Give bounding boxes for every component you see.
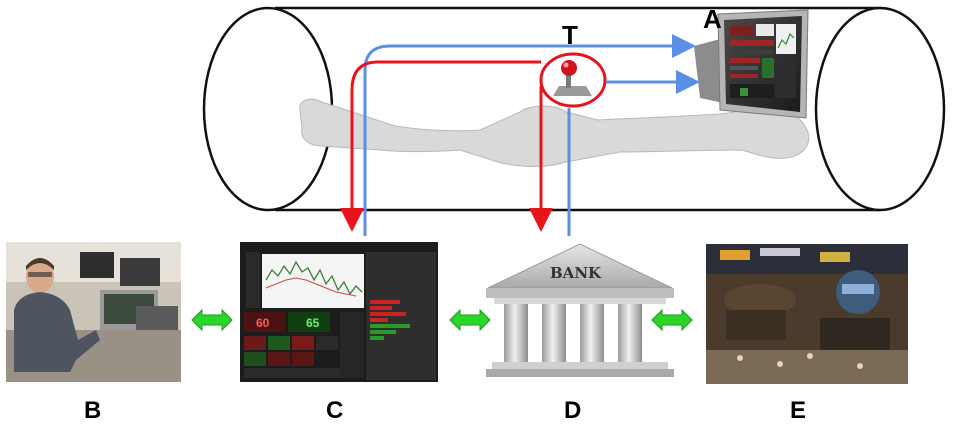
screen-number-left: 60 (256, 316, 270, 330)
bank-column-2 (542, 304, 566, 362)
red-arrow-joystick-to-c (340, 60, 541, 232)
green-double-arrow-b-c (191, 308, 233, 332)
label-T: T (562, 20, 578, 50)
bank-column-4 (618, 304, 642, 362)
panel-b-trader-photo (6, 242, 181, 382)
panel-c-trading-screen: 60 65 (240, 242, 438, 382)
scanner-right-opening (814, 6, 946, 212)
bank-column-1 (504, 304, 528, 362)
green-double-arrow-c-d (449, 308, 491, 332)
label-A: A (703, 4, 722, 34)
label-D: D (564, 397, 581, 424)
price-chart-line (265, 260, 363, 296)
display-monitor (694, 9, 809, 119)
joystick-controller (539, 52, 607, 108)
joystick-base (553, 86, 592, 96)
joystick-knob (561, 60, 577, 76)
blue-arrow-c-to-monitor (363, 34, 696, 236)
signal-arrows (340, 34, 700, 236)
screen-number-right: 65 (306, 316, 320, 330)
label-C: C (326, 397, 343, 424)
bank-sign-text: BANK (550, 264, 602, 282)
panel-e-exchange-photo (706, 244, 908, 384)
label-B: B (84, 397, 101, 424)
bank-column-3 (580, 304, 604, 362)
lying-body-silhouette (299, 98, 810, 167)
green-double-arrow-d-e (651, 308, 693, 332)
label-E: E (790, 397, 806, 424)
mri-scanner (202, 6, 946, 212)
person-body (14, 292, 100, 372)
panel-d-bank-icon: BANK (486, 243, 674, 377)
